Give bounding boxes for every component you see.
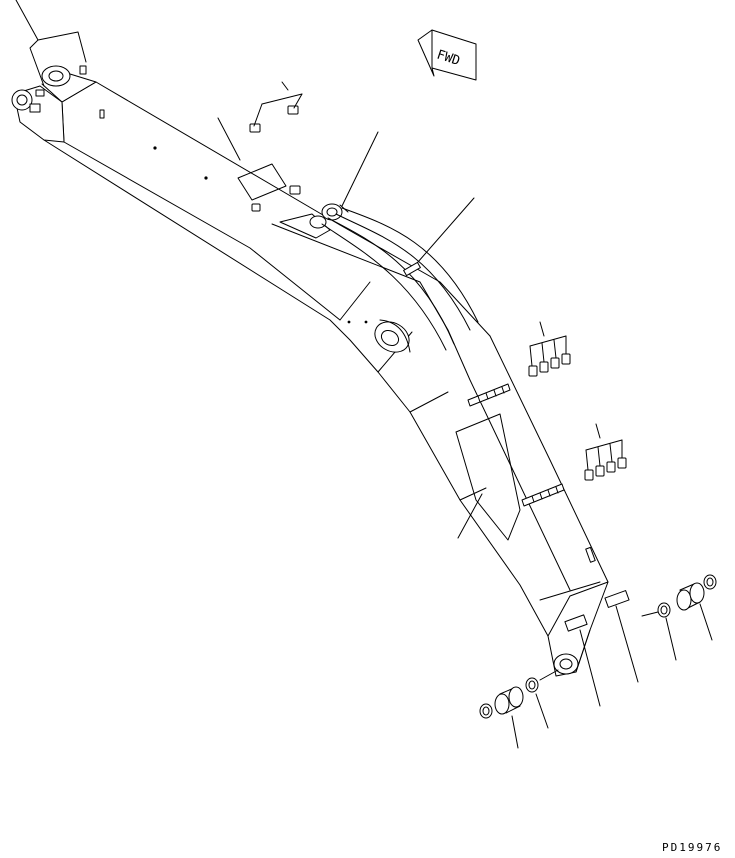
drawing-code: PD19976 (662, 841, 723, 854)
boom-assembly (12, 66, 629, 676)
boom-rib-3 (340, 282, 370, 320)
boom-rib-1 (62, 82, 96, 102)
bushing-right (677, 583, 704, 610)
boom-hole-dot-4 (364, 320, 368, 324)
boom-foot-boss (12, 66, 96, 142)
boom-rib-7 (540, 582, 600, 600)
cap-pair-mid (252, 186, 300, 211)
boom-rib-5 (410, 392, 448, 412)
bushing-left (495, 687, 523, 714)
washer-right-inner (658, 603, 670, 617)
fwd-direction-marker: FWD (418, 30, 476, 80)
label-plate-upper (238, 164, 286, 200)
boom-bottom-edge (44, 140, 548, 636)
washer-left-inner (526, 678, 538, 692)
leader-lines (16, 0, 712, 748)
cap-pair-top (250, 106, 298, 132)
boom-rib-6 (460, 488, 486, 500)
boom-hole-dot-2 (204, 176, 208, 180)
washer-left-outer (480, 704, 492, 718)
hydraulic-hoses (322, 208, 478, 350)
boom-side-edge-upper (64, 142, 340, 320)
boom-side-edge-bend (272, 224, 570, 590)
arm-cylinder-boss (369, 316, 414, 358)
label-plate-lower (456, 414, 520, 540)
plug-set-1 (529, 354, 570, 376)
cylinder-bracket (280, 204, 348, 238)
boom-top-edge-lower (490, 336, 608, 582)
washer-right-outer (704, 575, 716, 589)
boom-tip (548, 582, 629, 676)
boom-boss-small (100, 110, 104, 118)
boom-clip (586, 547, 595, 562)
boom-hole-dot-1 (153, 146, 157, 150)
hose-clamp-upper (468, 384, 510, 406)
fwd-label: FWD (435, 48, 462, 70)
plug-set-2 (585, 458, 626, 480)
boom-top-edge-upper (62, 82, 340, 225)
boom-hole-dot-3 (347, 320, 351, 324)
hose-clamp-lower (522, 484, 564, 506)
